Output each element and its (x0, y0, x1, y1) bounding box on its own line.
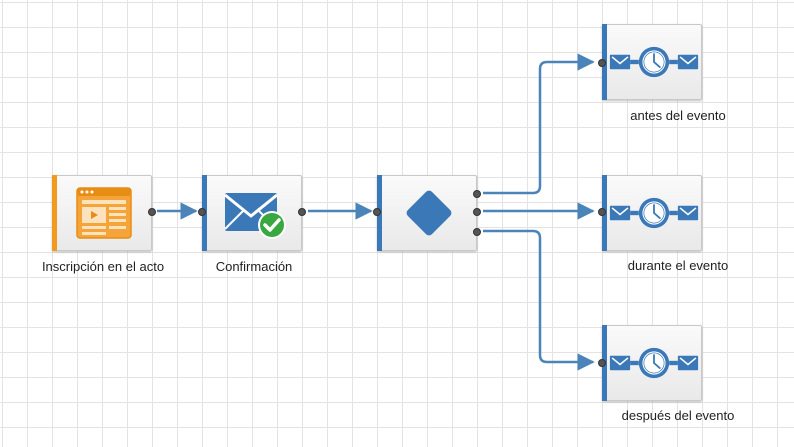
input-port[interactable] (598, 359, 606, 367)
email-timer-email-icon (607, 176, 701, 250)
node-registration[interactable] (52, 175, 156, 251)
node-type-bar (52, 175, 57, 251)
output-port[interactable] (298, 208, 306, 216)
email-timer-email-icon (607, 326, 701, 400)
node-label-confirmation: Confirmación (215, 259, 293, 274)
output-port-during[interactable] (473, 208, 481, 216)
node-after-event[interactable] (598, 325, 702, 401)
node-label-after-event: después del evento (621, 408, 735, 423)
output-port[interactable] (148, 208, 156, 216)
node-label-during-event: durante el evento (627, 258, 729, 273)
node-label-before-event: antes del evento (630, 108, 726, 123)
output-port-before[interactable] (473, 190, 481, 198)
node-before-event[interactable] (598, 24, 702, 100)
envelope-check-icon (207, 176, 301, 250)
web-form-icon (57, 176, 151, 250)
input-port[interactable] (598, 59, 606, 67)
node-confirmation[interactable] (198, 175, 306, 251)
node-during-event[interactable] (598, 175, 702, 251)
input-port[interactable] (373, 208, 381, 216)
input-port[interactable] (198, 208, 206, 216)
connector-decision-to-after[interactable] (483, 229, 595, 371)
input-port[interactable] (598, 208, 606, 216)
email-timer-email-icon (607, 25, 701, 99)
node-label-registration: Inscripción en el acto (41, 259, 165, 274)
output-port-after[interactable] (473, 228, 481, 236)
node-decision[interactable] (373, 175, 481, 251)
connector-decision-to-before[interactable] (483, 53, 595, 195)
diamond-icon (382, 176, 476, 250)
